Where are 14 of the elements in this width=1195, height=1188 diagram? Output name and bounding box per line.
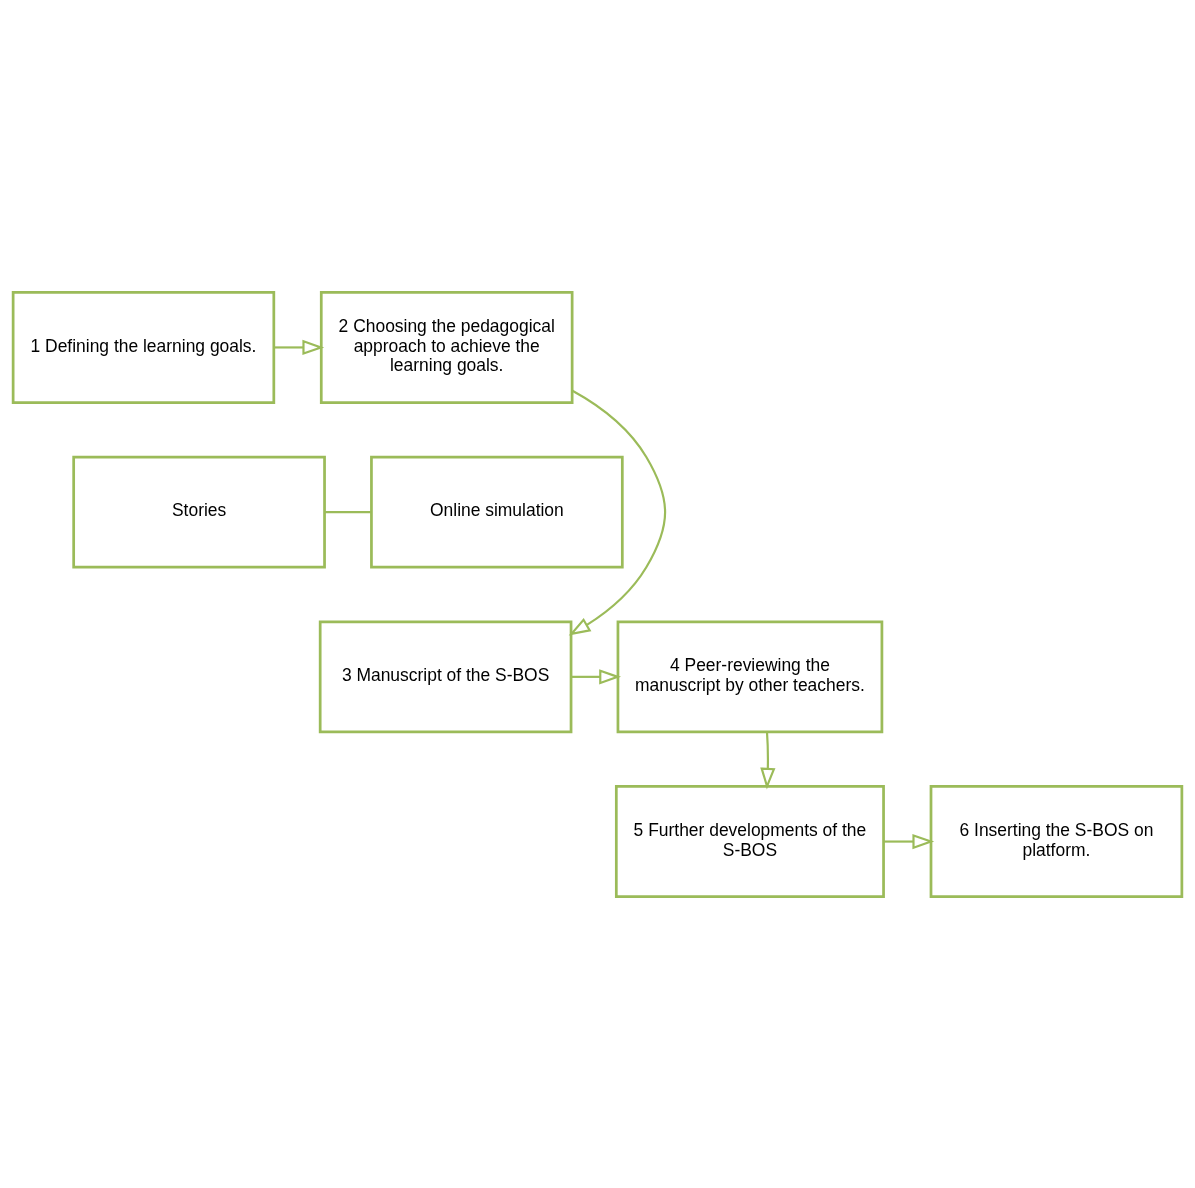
connector [324, 510, 372, 513]
arrow [568, 389, 667, 636]
node-box: 2 Choosing the pedagogical approach to achieve the learning goals. [319, 290, 574, 404]
node-box: 6 Inserting the S-BOS on platform. [929, 784, 1184, 898]
arrow [571, 668, 621, 684]
node-box: Stories [72, 455, 326, 569]
node-box: 3 Manuscript of the S-BOS [318, 619, 573, 733]
node-box: 1 Defining the learning goals. [11, 290, 276, 404]
node-box: 5 Further developments of the S-BOS [614, 784, 885, 898]
arrow [760, 731, 776, 790]
arrow [883, 833, 935, 849]
node-box: Online simulation [370, 455, 624, 569]
arrow [274, 339, 325, 355]
node-box: 4 Peer-reviewing the manuscript by other teachers. [616, 619, 884, 733]
